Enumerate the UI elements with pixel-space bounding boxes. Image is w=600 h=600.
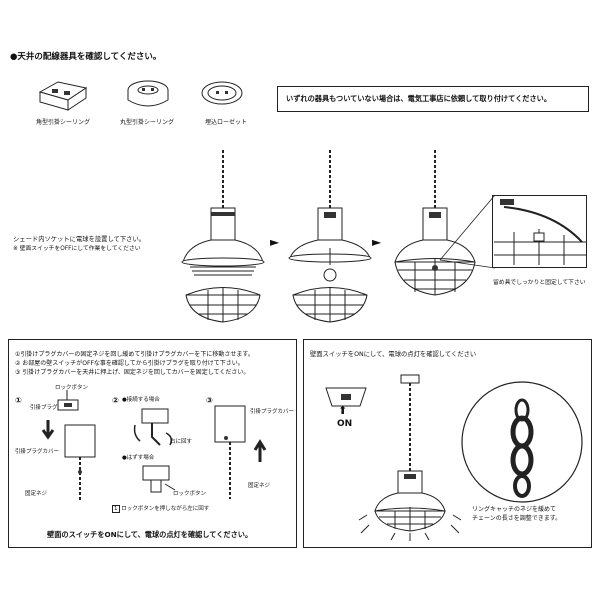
step-3-illustration bbox=[214, 405, 267, 499]
remove-label: ●はずす場合 bbox=[122, 455, 155, 461]
attach-label: ●接続する場合 bbox=[122, 397, 160, 403]
arrow-right-icon: ► bbox=[270, 235, 280, 249]
embedded-rosette-illustration bbox=[201, 81, 243, 105]
step-2-attach-illustration bbox=[133, 408, 173, 446]
clamp-detail-illustration bbox=[494, 199, 586, 265]
chain-detail-circle bbox=[461, 381, 583, 503]
switch-off-note: ※ 壁面スイッチをOFFにして作業をしてください bbox=[13, 246, 141, 252]
remove-note-text: ロックボタンを押しながら左に回す bbox=[121, 506, 210, 512]
left-panel bbox=[8, 339, 297, 548]
plug-cover-label-3: 引掛プラグカバー bbox=[250, 409, 295, 415]
notice-text: いずれの器具もついていない場合は、電気工事店に依頼して取り付けてください。 bbox=[286, 94, 552, 103]
arrow-up-icon: ⬆ bbox=[338, 404, 348, 417]
fixing-screw-label: 固定ネジ bbox=[25, 491, 48, 497]
arrow-right-icon: ► bbox=[372, 235, 382, 249]
lamp-illustration-2 bbox=[288, 150, 372, 323]
on-label: ON bbox=[337, 419, 353, 429]
fixing-screw-label-3: 固定ネジ bbox=[248, 483, 271, 489]
plug-label: 引掛プラグ bbox=[30, 405, 58, 411]
step-text-1: ①引掛けプラグカバーの固定ネジを回し緩めて引掛けプラグカバーを下に移動させます。 bbox=[15, 351, 254, 358]
step-text-3: ③ 引掛けプラグカバーを天井に押上げ、固定ネジを回してカバーを固定してください。 bbox=[15, 369, 250, 376]
fixture-label-rosette: 埋込ローゼット bbox=[205, 119, 248, 126]
turn-right-label: 右に回す bbox=[170, 439, 193, 445]
notice-box bbox=[277, 86, 589, 112]
remove-note: 1 ロックボタンを押しながら左に回す bbox=[112, 505, 209, 514]
step-text-2: ② お部屋の壁スイッチがOFFな事を確認してから引掛けプラグを取り付けて下さい。 bbox=[15, 360, 244, 367]
detail-box bbox=[492, 195, 587, 268]
step-2-remove-illustration bbox=[142, 465, 176, 493]
square-ceiling-illustration bbox=[38, 81, 88, 111]
chain-note-2: チェーンの長さを調整できます。 bbox=[472, 515, 562, 522]
step-2-number: ② bbox=[112, 396, 119, 405]
right-panel bbox=[303, 339, 592, 548]
right-panel-heading: 壁面スイッチをONにして、電球の点灯を確認してください bbox=[310, 351, 477, 358]
fixture-label-square: 角型引掛シーリング bbox=[36, 119, 91, 126]
fixture-label-round: 丸型引掛シーリング bbox=[120, 119, 175, 126]
lamp-illustration-1 bbox=[181, 150, 265, 323]
lit-lamp-illustration bbox=[358, 374, 462, 541]
fix-label: 留め具でしっかりと固定して下さい bbox=[493, 280, 586, 286]
lock-button-label-2: ロックボタン bbox=[173, 491, 207, 497]
wall-switch-illustration bbox=[325, 387, 367, 407]
bullet-icon: ● bbox=[10, 52, 18, 62]
step-1-illustration bbox=[41, 390, 96, 500]
lamp-illustration-assembled bbox=[394, 150, 476, 296]
chain-note-1: リングキャッチのネジを緩めて bbox=[472, 506, 557, 513]
left-panel-footer: 壁面のスイッチをONにして、電球の点灯を確認してください。 bbox=[47, 530, 253, 539]
round-ceiling-illustration bbox=[127, 80, 169, 107]
plug-cover-label: 引掛プラグカバー bbox=[15, 449, 60, 455]
install-bulb-instruction: シェード内ソケットに電球を設置して下さい。 bbox=[13, 236, 146, 243]
step-1-number: ① bbox=[15, 396, 22, 405]
remove-note-number: 1 bbox=[112, 505, 120, 513]
lock-button-label: ロックボタン bbox=[55, 385, 89, 391]
top-heading: ●天井の配線器具を確認してください。 bbox=[10, 52, 162, 62]
step-3-number: ③ bbox=[206, 396, 213, 405]
callout-lines bbox=[439, 194, 496, 269]
